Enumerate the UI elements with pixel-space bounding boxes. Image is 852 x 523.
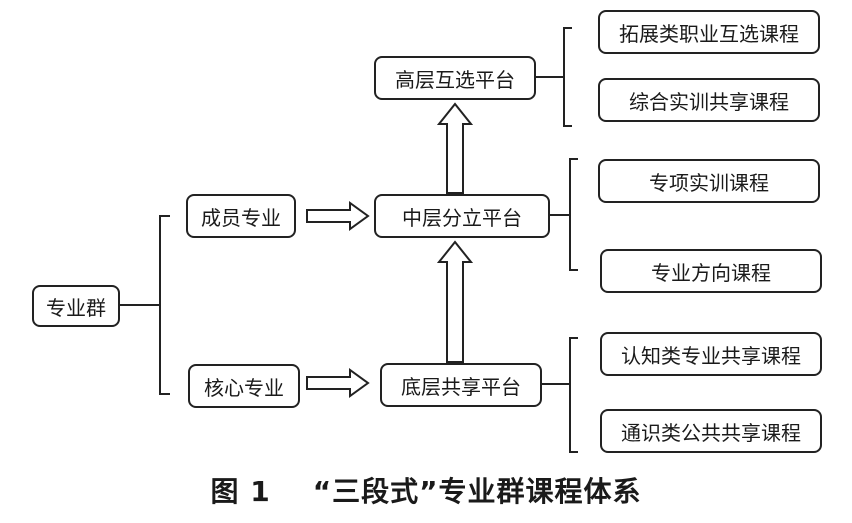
base-course-2-label: 通识类公共共享课程 <box>621 420 801 445</box>
high-platform-box: 高层互选平台 <box>374 56 536 100</box>
core-major-label: 核心专业 <box>204 375 284 400</box>
high-course-2-label: 综合实训共享课程 <box>629 89 789 114</box>
base-bracket <box>569 337 578 453</box>
figure-caption: 图 1 “三段式”专业群课程体系 <box>0 470 852 510</box>
high-platform-label: 高层互选平台 <box>395 67 515 92</box>
high-course-2-box: 综合实训共享课程 <box>598 78 820 122</box>
major-group-box: 专业群 <box>32 285 120 327</box>
core-to-base-arrow <box>306 368 370 398</box>
core-major-box: 核心专业 <box>188 364 300 408</box>
base-course-1-box: 认知类专业共享课程 <box>600 332 822 376</box>
high-course-1-box: 拓展类职业互选课程 <box>598 10 820 54</box>
middle-platform-box: 中层分立平台 <box>374 194 550 238</box>
member-major-label: 成员专业 <box>201 205 281 230</box>
high-course-1-label: 拓展类职业互选课程 <box>619 21 799 46</box>
middle-course-2-label: 专业方向课程 <box>651 260 771 285</box>
middle-bracket <box>569 158 578 271</box>
middle-course-1-label: 专项实训课程 <box>649 170 769 195</box>
base-course-2-box: 通识类公共共享课程 <box>600 409 822 453</box>
base-platform-box: 底层共享平台 <box>380 363 542 407</box>
base-course-1-label: 认知类专业共享课程 <box>621 343 801 368</box>
base-to-middle-arrow <box>436 240 474 363</box>
member-to-middle-arrow <box>306 201 370 231</box>
middle-course-2-box: 专业方向课程 <box>600 249 822 293</box>
middle-platform-label: 中层分立平台 <box>402 205 522 230</box>
group-bracket <box>159 215 170 395</box>
figure-number: 图 1 <box>210 475 271 508</box>
major-group-label: 专业群 <box>46 295 106 320</box>
base-platform-label: 底层共享平台 <box>401 374 521 399</box>
high-bracket <box>563 27 572 127</box>
member-major-box: 成员专业 <box>186 194 296 238</box>
figure-title: “三段式”专业群课程体系 <box>312 475 642 508</box>
middle-course-1-box: 专项实训课程 <box>598 159 820 203</box>
middle-to-high-arrow <box>436 102 474 194</box>
